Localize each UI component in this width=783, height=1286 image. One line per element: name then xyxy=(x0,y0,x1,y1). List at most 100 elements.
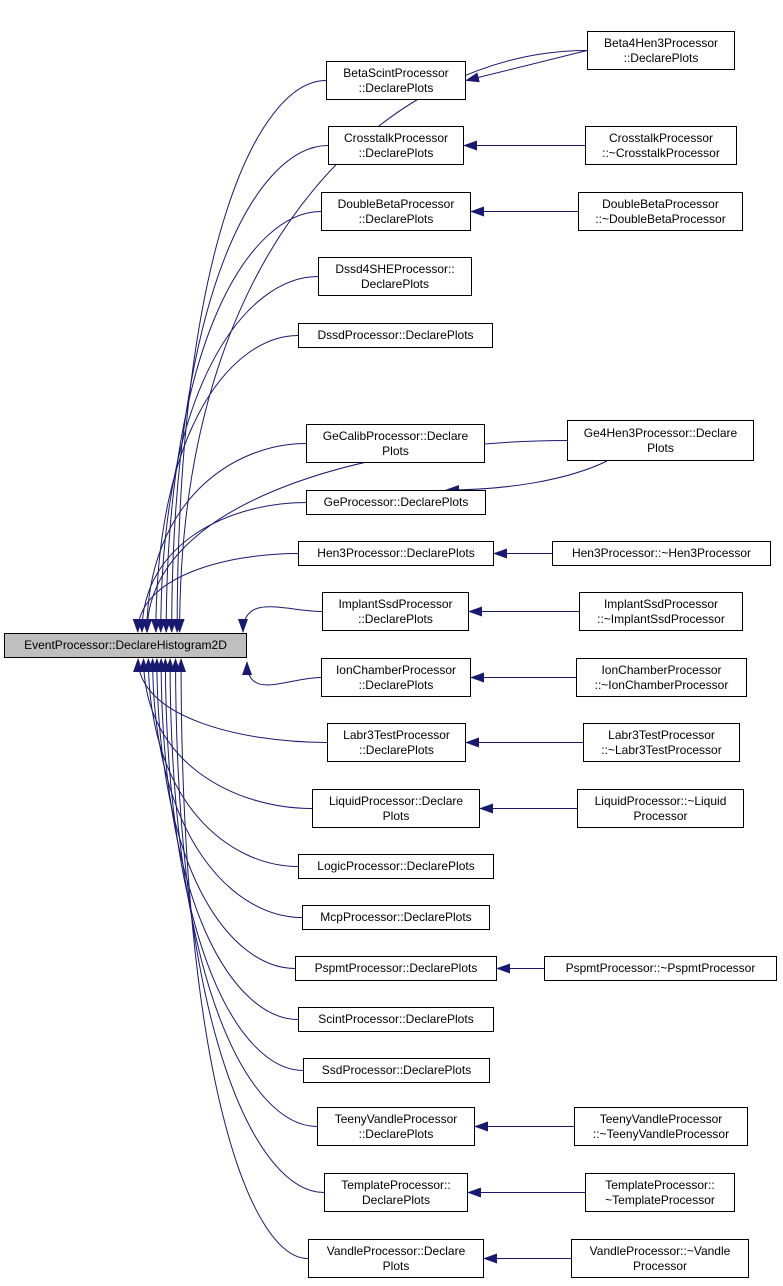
node-label-line: ::DeclarePlots xyxy=(623,50,699,65)
edge-root-ge xyxy=(136,502,307,633)
node-label-line: McpProcessor::DeclarePlots xyxy=(320,910,472,924)
node-label-line: Processor xyxy=(632,1258,688,1273)
node-label-line: Hen3Processor::~Hen3Processor xyxy=(571,546,752,560)
node-labr3test[interactable]: Labr3TestProcessor::DeclarePlots xyxy=(327,723,466,762)
node-label-line: ::DeclarePlots xyxy=(358,145,434,160)
node-ionchamber[interactable]: IonChamberProcessor::DeclarePlots xyxy=(321,658,471,697)
node-label-line: EventProcessor::DeclareHistogram2D xyxy=(24,638,227,652)
root-node-eventprocessor: EventProcessor::DeclareHistogram2D xyxy=(4,633,247,658)
node-label-line: TeenyVandleProcessor xyxy=(599,1111,723,1126)
node-label-line: ::~Labr3TestProcessor xyxy=(601,742,722,757)
node-label-line: ::~IonChamberProcessor xyxy=(594,677,729,692)
node-label-line: PspmtProcessor::DeclarePlots xyxy=(314,961,478,975)
node-labr3test_dtor[interactable]: Labr3TestProcessor::~Labr3TestProcessor xyxy=(583,723,740,762)
edge-ge-ge4hen3 xyxy=(445,460,608,495)
node-label-line: Labr3TestProcessor xyxy=(343,727,450,742)
node-hen3_dtor[interactable]: Hen3Processor::~Hen3Processor xyxy=(552,541,771,566)
edge-root-ssd xyxy=(160,658,304,1071)
node-label-line: DssdProcessor::DeclarePlots xyxy=(317,328,474,342)
edge-root-betascint xyxy=(172,80,327,633)
node-ge[interactable]: GeProcessor::DeclarePlots xyxy=(306,490,486,515)
node-label-line: Labr3TestProcessor xyxy=(608,727,715,742)
node-crosstalk[interactable]: CrosstalkProcessor::DeclarePlots xyxy=(328,126,464,165)
edge-root-pspmt xyxy=(151,658,296,969)
edge-root-vandle xyxy=(176,658,309,1259)
node-implantssd[interactable]: ImplantSsdProcessor::DeclarePlots xyxy=(322,592,469,631)
edge-root-template xyxy=(170,658,325,1193)
node-implantssd_dtor[interactable]: ImplantSsdProcessor::~ImplantSsdProcesso… xyxy=(579,592,743,631)
node-label-line: Dssd4SHEProcessor:: xyxy=(335,261,455,276)
edge-root-logic xyxy=(143,658,299,867)
node-label-line: DeclarePlots xyxy=(360,276,430,291)
node-label-line: TemplateProcessor:: xyxy=(605,1177,715,1192)
node-ionchamber_dtor[interactable]: IonChamberProcessor::~IonChamberProcesso… xyxy=(576,658,747,697)
node-label-line: Beta4Hen3Processor xyxy=(603,35,719,50)
edge-root-ionchamber xyxy=(242,661,322,686)
edge-betascint-beta4hen3 xyxy=(465,50,588,83)
node-label-line: Plots xyxy=(382,808,410,823)
node-label-line: ::~TeenyVandleProcessor xyxy=(592,1126,730,1141)
node-template_dtor[interactable]: TemplateProcessor::~TemplateProcessor xyxy=(585,1173,735,1212)
node-betascint[interactable]: BetaScintProcessor::DeclarePlots xyxy=(326,61,466,100)
node-label-line: IonChamberProcessor xyxy=(601,662,722,677)
node-pspmt[interactable]: PspmtProcessor::DeclarePlots xyxy=(295,956,497,981)
node-label-line: ::DeclarePlots xyxy=(358,611,433,626)
node-teenyvandle_dtor[interactable]: TeenyVandleProcessor::~TeenyVandleProces… xyxy=(574,1107,748,1146)
node-hen3[interactable]: Hen3Processor::DeclarePlots xyxy=(298,541,494,566)
node-doublebeta_dtor[interactable]: DoubleBetaProcessor::~DoubleBetaProcesso… xyxy=(578,192,743,231)
node-label-line: GeCalibProcessor::Declare xyxy=(322,428,469,443)
edge-root-dssd xyxy=(150,335,299,633)
node-label-line: CrosstalkProcessor xyxy=(343,130,449,145)
node-label-line: ::DeclarePlots xyxy=(358,1126,434,1141)
node-label-line: Plots xyxy=(382,443,409,458)
node-label-line: SsdProcessor::DeclarePlots xyxy=(321,1063,472,1077)
node-logic[interactable]: LogicProcessor::DeclarePlots xyxy=(298,854,494,879)
node-label-line: VandleProcessor::Declare xyxy=(326,1243,466,1258)
edge-root-scint xyxy=(156,658,299,1020)
edge-root-mcp xyxy=(147,658,303,918)
node-label-line: ImplantSsdProcessor xyxy=(338,596,453,611)
node-label-line: PspmtProcessor::~PspmtProcessor xyxy=(565,961,756,975)
node-pspmt_dtor[interactable]: PspmtProcessor::~PspmtProcessor xyxy=(544,956,777,981)
node-label-line: ::~ImplantSsdProcessor xyxy=(597,611,725,626)
node-label-line: DoubleBetaProcessor xyxy=(602,196,719,211)
edge-root-teenyvandle xyxy=(165,658,318,1127)
node-label-line: ::DeclarePlots xyxy=(358,80,434,95)
edge-root-ge4hen3 xyxy=(142,440,568,633)
node-teenyvandle[interactable]: TeenyVandleProcessor::DeclarePlots xyxy=(317,1107,475,1146)
node-label-line: GeProcessor::DeclarePlots xyxy=(323,495,469,509)
node-label-line: TemplateProcessor:: xyxy=(341,1177,451,1192)
node-crosstalk_dtor[interactable]: CrosstalkProcessor::~CrosstalkProcessor xyxy=(585,126,737,165)
edge-root-beta4hen3 xyxy=(174,50,588,633)
node-label-line: Plots xyxy=(647,440,674,455)
node-label-line: LiquidProcessor::~Liquid xyxy=(594,793,727,808)
node-dssd[interactable]: DssdProcessor::DeclarePlots xyxy=(298,323,493,348)
node-label-line: BetaScintProcessor xyxy=(343,65,449,80)
node-dssd4she[interactable]: Dssd4SHEProcessor::DeclarePlots xyxy=(318,257,472,296)
node-template[interactable]: TemplateProcessor::DeclarePlots xyxy=(324,1173,468,1212)
node-doublebeta[interactable]: DoubleBetaProcessor::DeclarePlots xyxy=(321,192,471,231)
node-scint[interactable]: ScintProcessor::DeclarePlots xyxy=(298,1007,494,1032)
node-beta4hen3[interactable]: Beta4Hen3Processor::DeclarePlots xyxy=(587,31,735,70)
node-mcp[interactable]: McpProcessor::DeclarePlots xyxy=(302,905,490,930)
node-label-line: ImplantSsdProcessor xyxy=(603,596,719,611)
node-label-line: ::~DoubleBetaProcessor xyxy=(595,211,726,226)
node-label-line: ::DeclarePlots xyxy=(359,742,434,757)
node-label-line: ::~CrosstalkProcessor xyxy=(602,145,720,160)
node-label-line: VandleProcessor::~Vandle xyxy=(589,1243,731,1258)
node-label-line: TeenyVandleProcessor xyxy=(334,1111,458,1126)
edge-root-implantssd xyxy=(238,606,323,633)
node-label-line: Hen3Processor::DeclarePlots xyxy=(317,546,475,560)
node-ssd[interactable]: SsdProcessor::DeclarePlots xyxy=(303,1058,490,1083)
node-label-line: ~TemplateProcessor xyxy=(605,1192,715,1207)
edge-root-liquid xyxy=(138,658,313,809)
node-label-line: Plots xyxy=(382,1258,410,1273)
